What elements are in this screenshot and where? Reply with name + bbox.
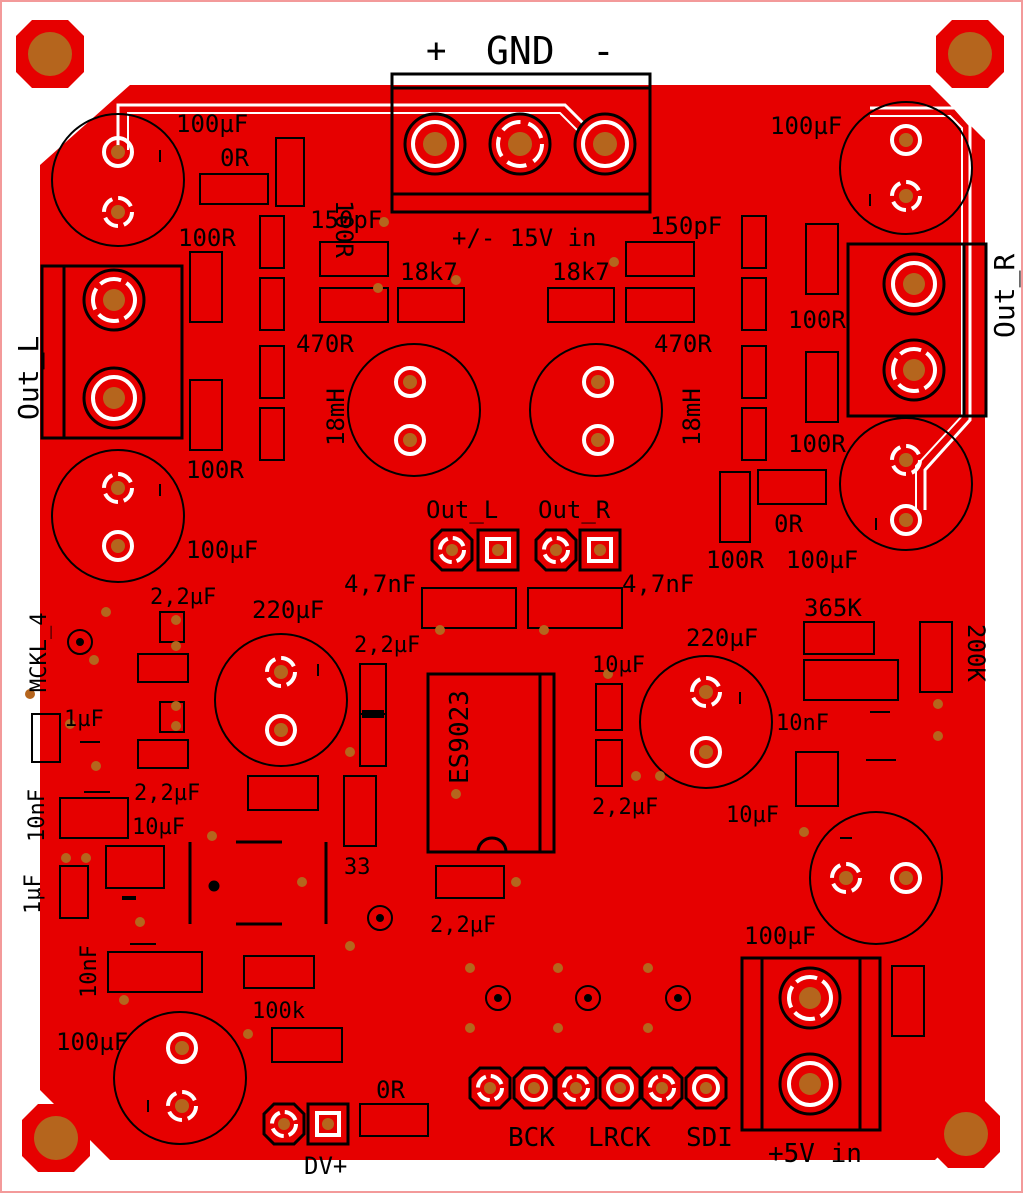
label-c220u-r: 220µF (686, 624, 758, 652)
cap-220u-l (214, 633, 348, 767)
label-5v-in: +5V in (768, 1139, 862, 1169)
label-r365k: 365K (804, 594, 862, 622)
mounting-holes (16, 20, 1004, 1172)
label-r470-r: 470R (654, 330, 712, 358)
label-r100k: 100k (252, 999, 305, 1024)
silkscreen-labels: + GND - +/- 15V in Out_L Out_R Out_L Out… (12, 29, 1022, 1180)
label-r18k7-l: 18k7 (400, 258, 458, 286)
header-dv (262, 1102, 350, 1146)
terminal-5v-in (740, 956, 882, 1132)
label-c150p-r: 150pF (650, 212, 722, 240)
label-power-in: +/- 15V in (452, 224, 597, 252)
vias (25, 217, 943, 1039)
label-r33: 33 (344, 855, 371, 880)
label-lrck: LRCK (588, 1123, 651, 1153)
label-cap-100u-tr: 100µF (770, 112, 842, 140)
label-minus: - (592, 29, 615, 73)
label-c10u-2: 10µF (592, 653, 645, 678)
label-r18k7-r: 18k7 (552, 258, 610, 286)
label-cap-100u-br: 100µF (744, 922, 816, 950)
inductor-18mh-l (347, 343, 481, 477)
label-sdi: SDI (686, 1123, 733, 1153)
label-c10n-1: 10nF (25, 789, 50, 842)
label-c47n-r: 4,7nF (622, 570, 694, 598)
test-pads (67, 629, 691, 1011)
label-r0-right: 0R (774, 510, 803, 538)
label-l18-l: 18mH (322, 388, 350, 446)
polarity-marks (80, 150, 896, 1112)
label-r200k: 200K (962, 624, 990, 682)
label-c150p-l: 150pF (310, 206, 382, 234)
label-c10u-3: 10µF (726, 803, 779, 828)
label-chip: ES9023 (445, 690, 475, 784)
label-r0-top: 0R (220, 144, 249, 172)
label-c22u-3: 2,2µF (134, 781, 200, 806)
regulator (188, 840, 328, 926)
label-r100-r1: 100R (788, 306, 846, 334)
label-mckl: MCKL_4 (27, 613, 52, 692)
label-r470-l: 470R (296, 330, 354, 358)
label-c22u-4: 2,2µF (592, 795, 658, 820)
label-c1u-1: 1µF (64, 707, 104, 732)
label-bck: BCK (508, 1123, 555, 1153)
label-r100-l1: 100R (178, 224, 236, 252)
label-c1u-2: 1µF (21, 874, 46, 914)
label-dv: DV+ (304, 1152, 347, 1180)
mounting-hole-bl (22, 1104, 90, 1172)
cap-220u-r (639, 655, 773, 789)
label-c47n-l: 4,7nF (344, 570, 416, 598)
label-cap-100u-tl: 100µF (176, 110, 248, 138)
label-c22u-5: 2,2µF (430, 913, 496, 938)
terminal-power-in (390, 72, 652, 214)
cap-100u-ml (51, 449, 185, 583)
cap-100u-mr (839, 417, 973, 551)
header-i2s (468, 1066, 728, 1110)
label-c10n-2: 10nF (77, 945, 102, 998)
label-r100-l2: 100R (186, 456, 244, 484)
cap-100u-br (809, 811, 943, 945)
label-gnd: GND (486, 29, 555, 73)
label-out-l-header: Out_L (426, 496, 498, 524)
label-r100-r2: 100R (788, 430, 846, 458)
chip-es9023 (426, 672, 556, 854)
terminal-out-r (846, 242, 988, 418)
header-out-pins (430, 528, 622, 572)
cap-100u-bl (113, 1011, 247, 1145)
label-r0-bottom: 0R (376, 1076, 405, 1104)
label-l18-r: 18mH (678, 388, 706, 446)
label-cap-100u-bl: 100µF (56, 1028, 128, 1056)
mounting-hole-br (932, 1100, 1000, 1168)
copper-pour (40, 85, 985, 1160)
smd-solid-marks (122, 710, 384, 900)
label-out-r-header: Out_R (538, 496, 611, 524)
cap-pads (102, 124, 922, 1122)
mounting-hole-tl (16, 20, 84, 88)
cap-100u-tr (839, 101, 973, 235)
label-c220u-l: 220µF (252, 596, 324, 624)
label-r100-r3: 100R (706, 546, 764, 574)
label-c10n-3: 10nF (776, 711, 829, 736)
inductor-18mh-r (529, 343, 663, 477)
label-out-r: Out_R (988, 254, 1022, 338)
mounting-hole-tr (936, 20, 1004, 88)
label-r100-vert: 100R (330, 200, 358, 258)
electrolytic-capacitors (51, 101, 973, 1145)
label-cap-100u-mr: 100µF (786, 546, 858, 574)
label-cap-100u-ml: 100µF (186, 536, 258, 564)
cap-100u-tl (51, 113, 185, 247)
terminal-out-l (40, 264, 184, 440)
label-out-l: Out_L (12, 336, 46, 420)
label-c10u-1: 10µF (132, 815, 185, 840)
label-c22u-2: 2,2µF (354, 633, 420, 658)
label-c22u-1: 2,2µF (150, 585, 216, 610)
terminal-power-pads (403, 112, 637, 176)
label-plus: + (426, 31, 446, 71)
